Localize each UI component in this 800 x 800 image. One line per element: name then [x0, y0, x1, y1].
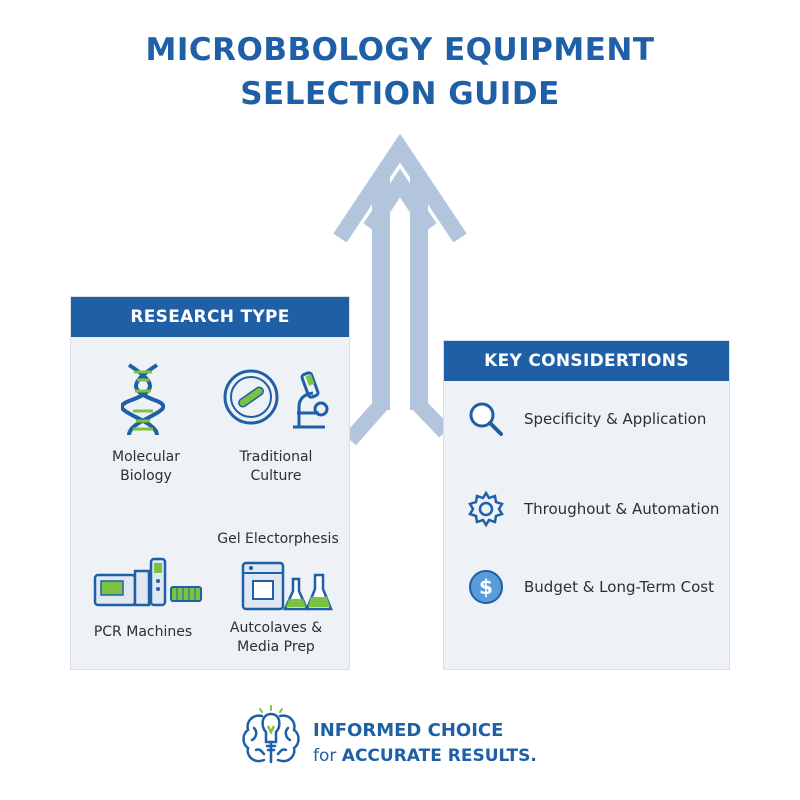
dna-icon	[121, 363, 165, 436]
consideration-label: Throughout & Automation	[524, 500, 720, 518]
consideration-specificity: Specificity & Application	[466, 399, 706, 439]
gear-icon	[468, 490, 504, 528]
svg-text:$: $	[479, 575, 493, 599]
footer-prefix: for	[313, 746, 337, 766]
dollar-coin-icon: $	[469, 570, 503, 604]
autoclave-flasks-icon	[241, 561, 333, 611]
petri-dish-microscope-icon	[223, 369, 329, 429]
brain-lightbulb-icon	[242, 705, 300, 764]
arrow-shaft-left	[372, 178, 390, 410]
consideration-budget: $ Budget & Long-Term Cost	[466, 567, 714, 607]
footer-line-2: for ACCURATE RESULTS.	[313, 744, 537, 768]
consideration-throughput: Throughout & Automation	[466, 489, 719, 529]
gel-electrophoresis-label: Gel Electorphesis	[217, 531, 339, 547]
research-type-header: RESEARCH TYPE	[71, 297, 349, 337]
arrow-shaft-right	[410, 178, 428, 410]
pcr-machine-icon	[93, 557, 202, 607]
footer-line-1: INFORMED CHOICE	[313, 720, 504, 741]
magnifier-icon	[469, 402, 503, 436]
research-item-molecular-biology: Molecular Biology	[112, 449, 180, 484]
arrow-outer	[333, 133, 467, 243]
title-line-1: MICROBBOLOGY EQUIPMENT	[145, 32, 655, 68]
research-type-panel: RESEARCH TYPE Molecular Biology	[70, 296, 350, 670]
footer-tagline: INFORMED CHOICE for ACCURATE RESULTS.	[313, 718, 537, 768]
research-item-traditional-culture: Traditional Culture	[239, 449, 313, 484]
title-line-2: SELECTION GUIDE	[240, 76, 560, 112]
key-considerations-panel: KEY CONSIDERTIONS Specificity & Applicat…	[443, 340, 730, 670]
arrow-base-left	[344, 399, 387, 446]
research-item-pcr-machines: PCR Machines	[93, 624, 193, 640]
research-item-autoclaves-media-prep: Autcolaves & Media Prep	[229, 620, 323, 655]
consideration-label: Specificity & Application	[524, 410, 707, 428]
footer-emphasis: ACCURATE RESULTS.	[341, 746, 537, 766]
arrow-base-right	[413, 399, 451, 438]
key-considerations-header: KEY CONSIDERTIONS	[444, 341, 729, 381]
page-title: MICROBBOLOGY EQUIPMENT SELECTION GUIDE	[0, 28, 800, 116]
consideration-label: Budget & Long-Term Cost	[524, 578, 714, 596]
